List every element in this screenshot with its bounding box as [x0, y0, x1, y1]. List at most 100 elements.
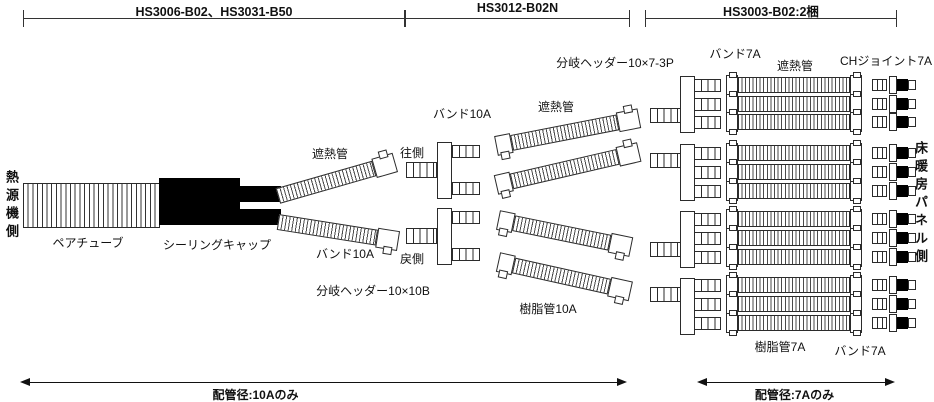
- tube-7a: [738, 183, 850, 199]
- ch-joint-tail: [908, 318, 916, 328]
- ch-joint-body: [897, 116, 908, 128]
- panel-pipe-row: [726, 140, 916, 166]
- tube-7a: [738, 230, 850, 246]
- outgoing-side-label: 往側: [399, 146, 424, 160]
- ch-joint-band: [872, 298, 887, 310]
- ch-joint-tail: [908, 148, 916, 158]
- panel-pipe-row: [726, 272, 916, 298]
- tube-7a: [738, 277, 850, 293]
- ch-joint-tail: [908, 233, 916, 243]
- pipe-diameter-7a-label: 配管径:7Aのみ: [754, 388, 835, 402]
- tube-7a: [738, 315, 850, 331]
- header-outlet-stub: [694, 184, 721, 198]
- header-outlet-stub: [694, 212, 721, 226]
- tube-end-fitting: [615, 108, 642, 133]
- arrow-head-right-icon: [885, 378, 895, 386]
- ch-joint-bar: [889, 163, 897, 181]
- header-inlet-band: [650, 153, 681, 168]
- ch-joint-band: [872, 79, 887, 91]
- ch-joint-bar: [889, 76, 897, 94]
- panel-pipe-row: [726, 178, 916, 204]
- kit-right-label: HS3003-B02:2梱: [723, 5, 819, 19]
- header-10x10b-outlet-stub: [452, 248, 480, 261]
- pair-tube-label: ペアチューブ: [52, 236, 124, 250]
- ch-joint-bar: [889, 295, 897, 313]
- ch-joint-body: [897, 98, 908, 110]
- ch-joint-band: [872, 251, 887, 263]
- ch-joint-body: [897, 279, 908, 291]
- ch-joint-bar: [889, 95, 897, 113]
- header-body: [680, 144, 695, 201]
- kit-left-label: HS3006-B02、HS3031-B50: [135, 5, 293, 19]
- tube-7a: [738, 296, 850, 312]
- ch-joint-7a-label: CHジョイント7A: [839, 54, 932, 68]
- ch-joint-bar: [889, 314, 897, 332]
- header-outlet-stub: [694, 115, 721, 129]
- tube-7a: [738, 211, 850, 227]
- ch-joint-band: [872, 116, 887, 128]
- bracket-kit-left: HS3006-B02、HS3031-B50: [23, 1, 405, 28]
- tube-end-fitting: [607, 232, 634, 257]
- shield-tube-mid-label: 遮熱管: [537, 100, 574, 114]
- sealing-cap-prong-top: [239, 186, 281, 202]
- tube-7a: [738, 77, 850, 93]
- dimension-arrow-7a: [697, 378, 895, 387]
- ch-joint-body: [897, 79, 908, 91]
- ch-joint-body: [897, 251, 908, 263]
- resin-tube-10a-label: 樹脂管10A: [519, 302, 577, 316]
- tube-corrugation: [275, 160, 377, 204]
- bracket-tick: [896, 10, 897, 27]
- panel-pipe-row: [726, 72, 916, 98]
- ch-joint-band: [872, 185, 887, 197]
- ch-joint-bar: [889, 113, 897, 131]
- ch-joint-bar: [889, 229, 897, 247]
- panel-pipe-row: [726, 206, 916, 232]
- arrow-line: [26, 382, 621, 383]
- pair-tube: [23, 183, 160, 228]
- band7a-bottom-label: バンド7A: [834, 344, 886, 358]
- bracket-line: [405, 18, 630, 19]
- dimension-arrow-10a: [20, 378, 627, 387]
- sealing-cap-label: シーリングキャップ: [162, 238, 271, 252]
- ch-joint-bar: [889, 144, 897, 162]
- ch-joint-body: [897, 185, 908, 197]
- ch-joint-bar: [889, 248, 897, 266]
- ch-joint-bar: [889, 276, 897, 294]
- ch-joint-tail: [908, 280, 916, 290]
- ch-joint-band: [872, 166, 887, 178]
- arrow-line: [703, 382, 889, 383]
- tube-corrugation: [510, 114, 620, 151]
- ch-joint-tail: [908, 117, 916, 127]
- band7a-top-label: バンド7A: [709, 47, 761, 61]
- band-7a-left: [726, 244, 738, 270]
- resin-tube-10a: [495, 252, 633, 302]
- bracket-tick: [405, 10, 406, 27]
- band-7a-right: [850, 310, 862, 336]
- ch-joint-tail: [908, 167, 916, 177]
- panel-pipe-row: [726, 109, 916, 135]
- arrow-head-left-icon: [697, 378, 707, 386]
- sealing-cap-prong-bottom: [239, 209, 281, 225]
- header-inlet-band: [650, 108, 681, 123]
- bracket-kit-middle: HS3012-B02N: [405, 1, 630, 28]
- band-7a-right: [850, 178, 862, 204]
- ch-joint-band: [872, 98, 887, 110]
- ch-joint-bar: [889, 182, 897, 200]
- band10a-mid-label: バンド10A: [433, 107, 491, 121]
- band10a-left-label: バンド10A: [316, 247, 374, 261]
- ch-joint-bar: [889, 210, 897, 228]
- header-body: [680, 278, 695, 335]
- shield-tube-left-label: 遮熱管: [311, 147, 348, 161]
- return-side-label: 戻側: [399, 252, 424, 266]
- header-inlet-band: [650, 287, 681, 302]
- header-body: [680, 211, 695, 268]
- header-10x10b-outlet-stub: [452, 182, 480, 195]
- ch-joint-tail: [908, 80, 916, 90]
- ch-joint-band: [872, 232, 887, 244]
- ch-joint-tail: [908, 299, 916, 309]
- header-outlet-stub: [694, 297, 721, 311]
- tube-corrugation: [509, 149, 620, 190]
- shield-tube-10a-outgoing: [275, 152, 399, 204]
- pipe-diameter-10a-label: 配管径:10Aのみ: [212, 388, 299, 402]
